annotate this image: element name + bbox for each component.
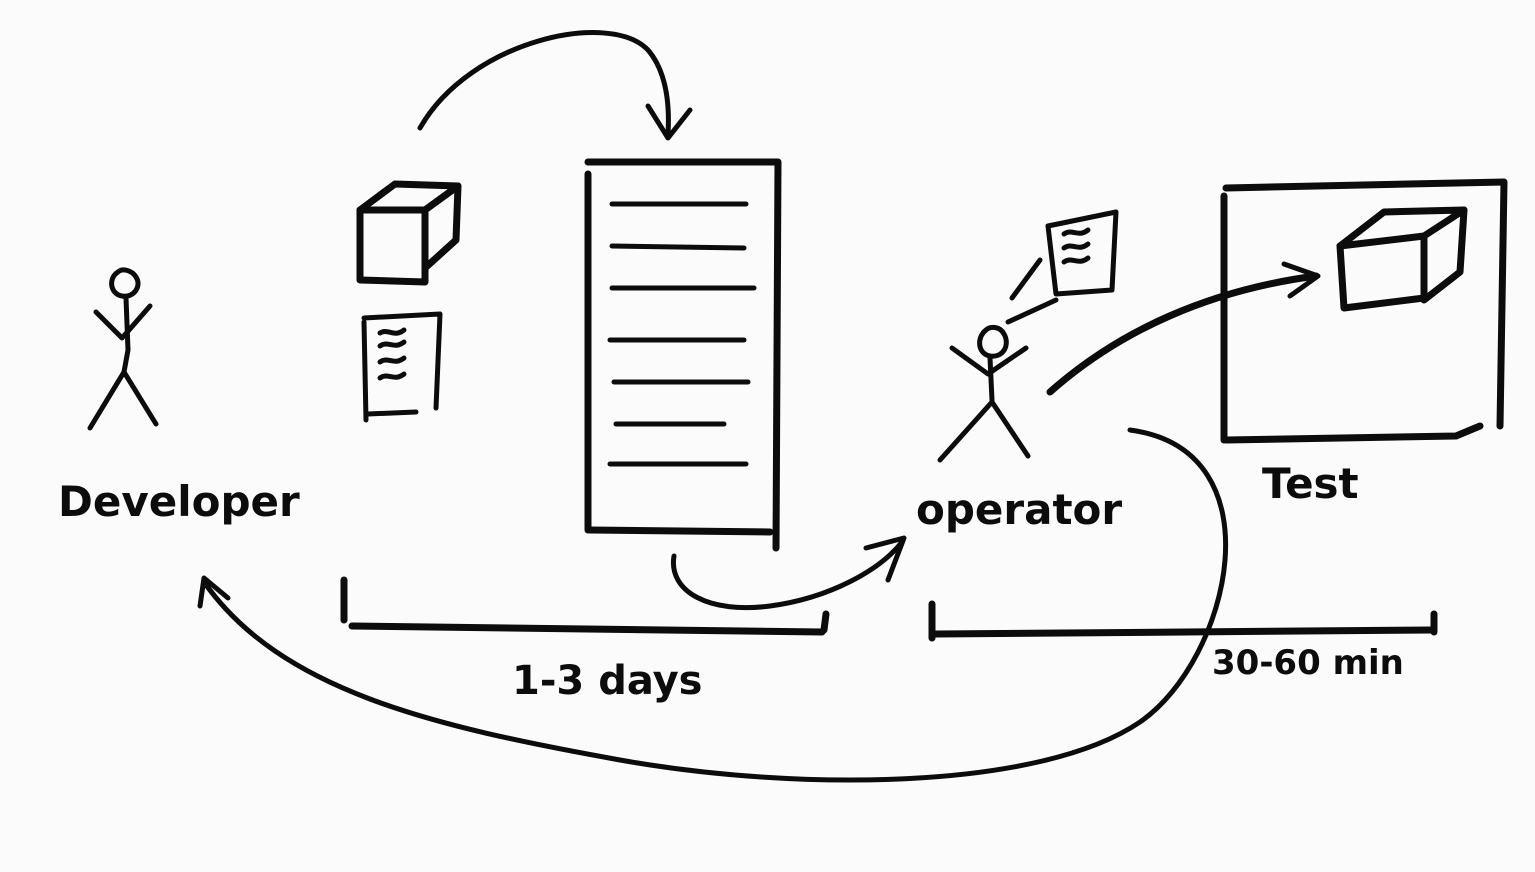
artifact-cube-icon <box>356 180 462 286</box>
ticket-queue-icon <box>584 158 782 552</box>
handoff-duration-bracket <box>340 576 830 636</box>
developer-figure-icon <box>87 267 159 431</box>
test-duration-bracket <box>928 600 1438 642</box>
operator-label: operator <box>916 485 1122 534</box>
operator-reaches-line <box>1009 257 1043 301</box>
test-label: Test <box>1262 459 1359 508</box>
developer-label: Developer <box>58 477 300 526</box>
submit-arrow <box>417 30 693 141</box>
operator-document-icon <box>1045 209 1119 297</box>
handoff-duration-label: 1-3 days <box>512 658 702 704</box>
test-duration-label: 30-60 min <box>1212 643 1404 683</box>
document-icon <box>361 311 443 423</box>
handoff-arrow <box>670 535 907 611</box>
operator-reads-line <box>1005 297 1059 325</box>
feedback-arrow <box>197 427 1229 783</box>
deploy-arrow <box>1046 261 1321 396</box>
deployed-cube-icon <box>1336 206 1468 312</box>
test-environment-box <box>1220 178 1508 444</box>
operator-figure-icon <box>937 324 1031 463</box>
